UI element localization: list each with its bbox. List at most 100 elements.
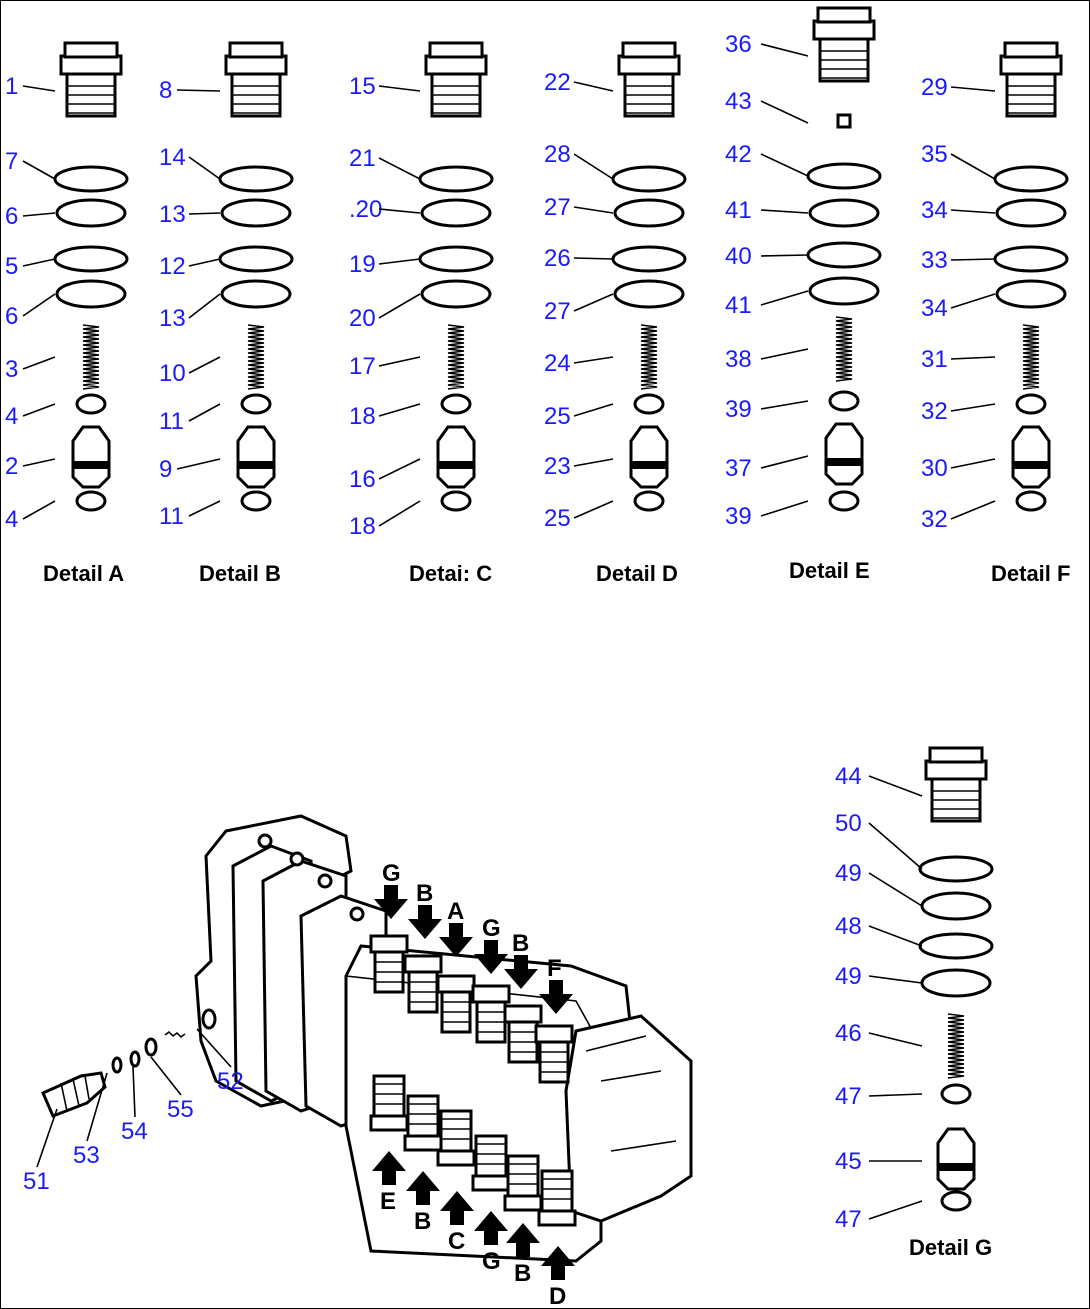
leader-line [950, 153, 996, 180]
leader-line [176, 458, 221, 470]
callout-number: 53 [73, 1142, 100, 1169]
leader-line [22, 293, 56, 317]
spool-cap-bottom [369, 1114, 409, 1132]
plug-cap [999, 54, 1063, 76]
callout-number: 54 [121, 1118, 148, 1145]
backup-ring [220, 279, 292, 309]
leader-line [868, 872, 923, 907]
leader-line [196, 1028, 232, 1068]
poppet-pin [836, 113, 852, 129]
callout-number: 6 [5, 203, 18, 230]
leader-line [950, 293, 996, 309]
callout-number: 34 [921, 197, 948, 224]
bottom-arrow-letter: B [514, 1260, 531, 1287]
poppet [936, 1127, 976, 1191]
leader-line [378, 356, 421, 367]
plug-head [63, 41, 119, 59]
leader-line [760, 290, 809, 306]
leader-line [868, 1032, 923, 1047]
callout-number: 27 [544, 298, 571, 325]
detail-caption: Detai: C [409, 561, 492, 586]
plug-head [928, 746, 984, 764]
detail-caption: Detail G [909, 1235, 992, 1260]
poppet-band [631, 461, 667, 469]
callout-number: 16 [349, 466, 376, 493]
plug-cap [812, 19, 876, 41]
leader-line [378, 458, 421, 480]
leader-line [378, 403, 421, 417]
leader-line [188, 500, 221, 517]
bottom-arrow-letter: C [448, 1228, 465, 1255]
callout-number: 35 [921, 141, 948, 168]
seat-ring [240, 393, 272, 415]
seat-ring [940, 1190, 972, 1212]
spring [447, 324, 465, 390]
leader-line [868, 975, 923, 984]
callout-number: 24 [544, 350, 571, 377]
leader-line [573, 356, 614, 364]
o-ring [418, 165, 494, 193]
callout-number: 45 [835, 1148, 862, 1175]
callout-number: 36 [725, 31, 752, 58]
bottom-arrow-letter: B [414, 1208, 431, 1235]
callout-number: 44 [835, 763, 862, 790]
callout-number: 39 [725, 396, 752, 423]
leader-line [760, 209, 809, 214]
detail-caption: Detail A [43, 561, 124, 586]
leader-line [950, 209, 996, 214]
leader-line [150, 1056, 182, 1096]
plug-cap [224, 54, 288, 76]
seat-ring [440, 393, 472, 415]
callout-number: 7 [5, 148, 18, 175]
callout-number: 32 [921, 398, 948, 425]
o-ring [611, 165, 687, 193]
leader-line [22, 500, 56, 520]
spool-cap-top [503, 1004, 543, 1024]
spool-body-bottom [372, 1074, 406, 1118]
callout-number: 40 [725, 243, 752, 270]
spring [82, 324, 100, 390]
leader-line [22, 160, 56, 180]
bottom-arrow-letter: D [549, 1283, 566, 1308]
callout-number: 28 [544, 141, 571, 168]
callout-number: 46 [835, 1020, 862, 1047]
backup-ring [55, 279, 127, 309]
callout-number: 47 [835, 1083, 862, 1110]
spool-cap-top [369, 934, 409, 954]
leader-line [573, 403, 614, 417]
callout-number: 51 [23, 1168, 50, 1195]
poppet [236, 425, 276, 489]
leader-line [950, 458, 996, 469]
leader-line [378, 85, 421, 92]
backup-ring [808, 198, 880, 228]
spool-cap-bottom [537, 1209, 577, 1227]
poppet [436, 425, 476, 489]
callout-number: 49 [835, 860, 862, 887]
seat-ring [633, 490, 665, 512]
detail-caption: Detail D [596, 561, 678, 586]
poppet-band [938, 1163, 974, 1171]
callout-number: 18 [349, 403, 376, 430]
poppet-band [826, 458, 862, 466]
leader-line [86, 1072, 108, 1142]
o-ring [806, 241, 882, 269]
poppet [1011, 425, 1051, 489]
leader-line [176, 89, 221, 92]
seat-ring [1015, 393, 1047, 415]
o-ring [418, 245, 494, 273]
leader-line [188, 212, 221, 215]
callout-number: 42 [725, 141, 752, 168]
spool-cap-bottom [503, 1194, 543, 1212]
backup-ring [808, 276, 880, 306]
detail-caption: Detail E [789, 558, 870, 583]
leader-line [868, 1200, 923, 1220]
callout-number: 39 [725, 503, 752, 530]
callout-number: 30 [921, 455, 948, 482]
callout-number: 2 [5, 453, 18, 480]
spool-cap-bottom [403, 1134, 443, 1152]
spool-cap-bottom [436, 1149, 476, 1167]
